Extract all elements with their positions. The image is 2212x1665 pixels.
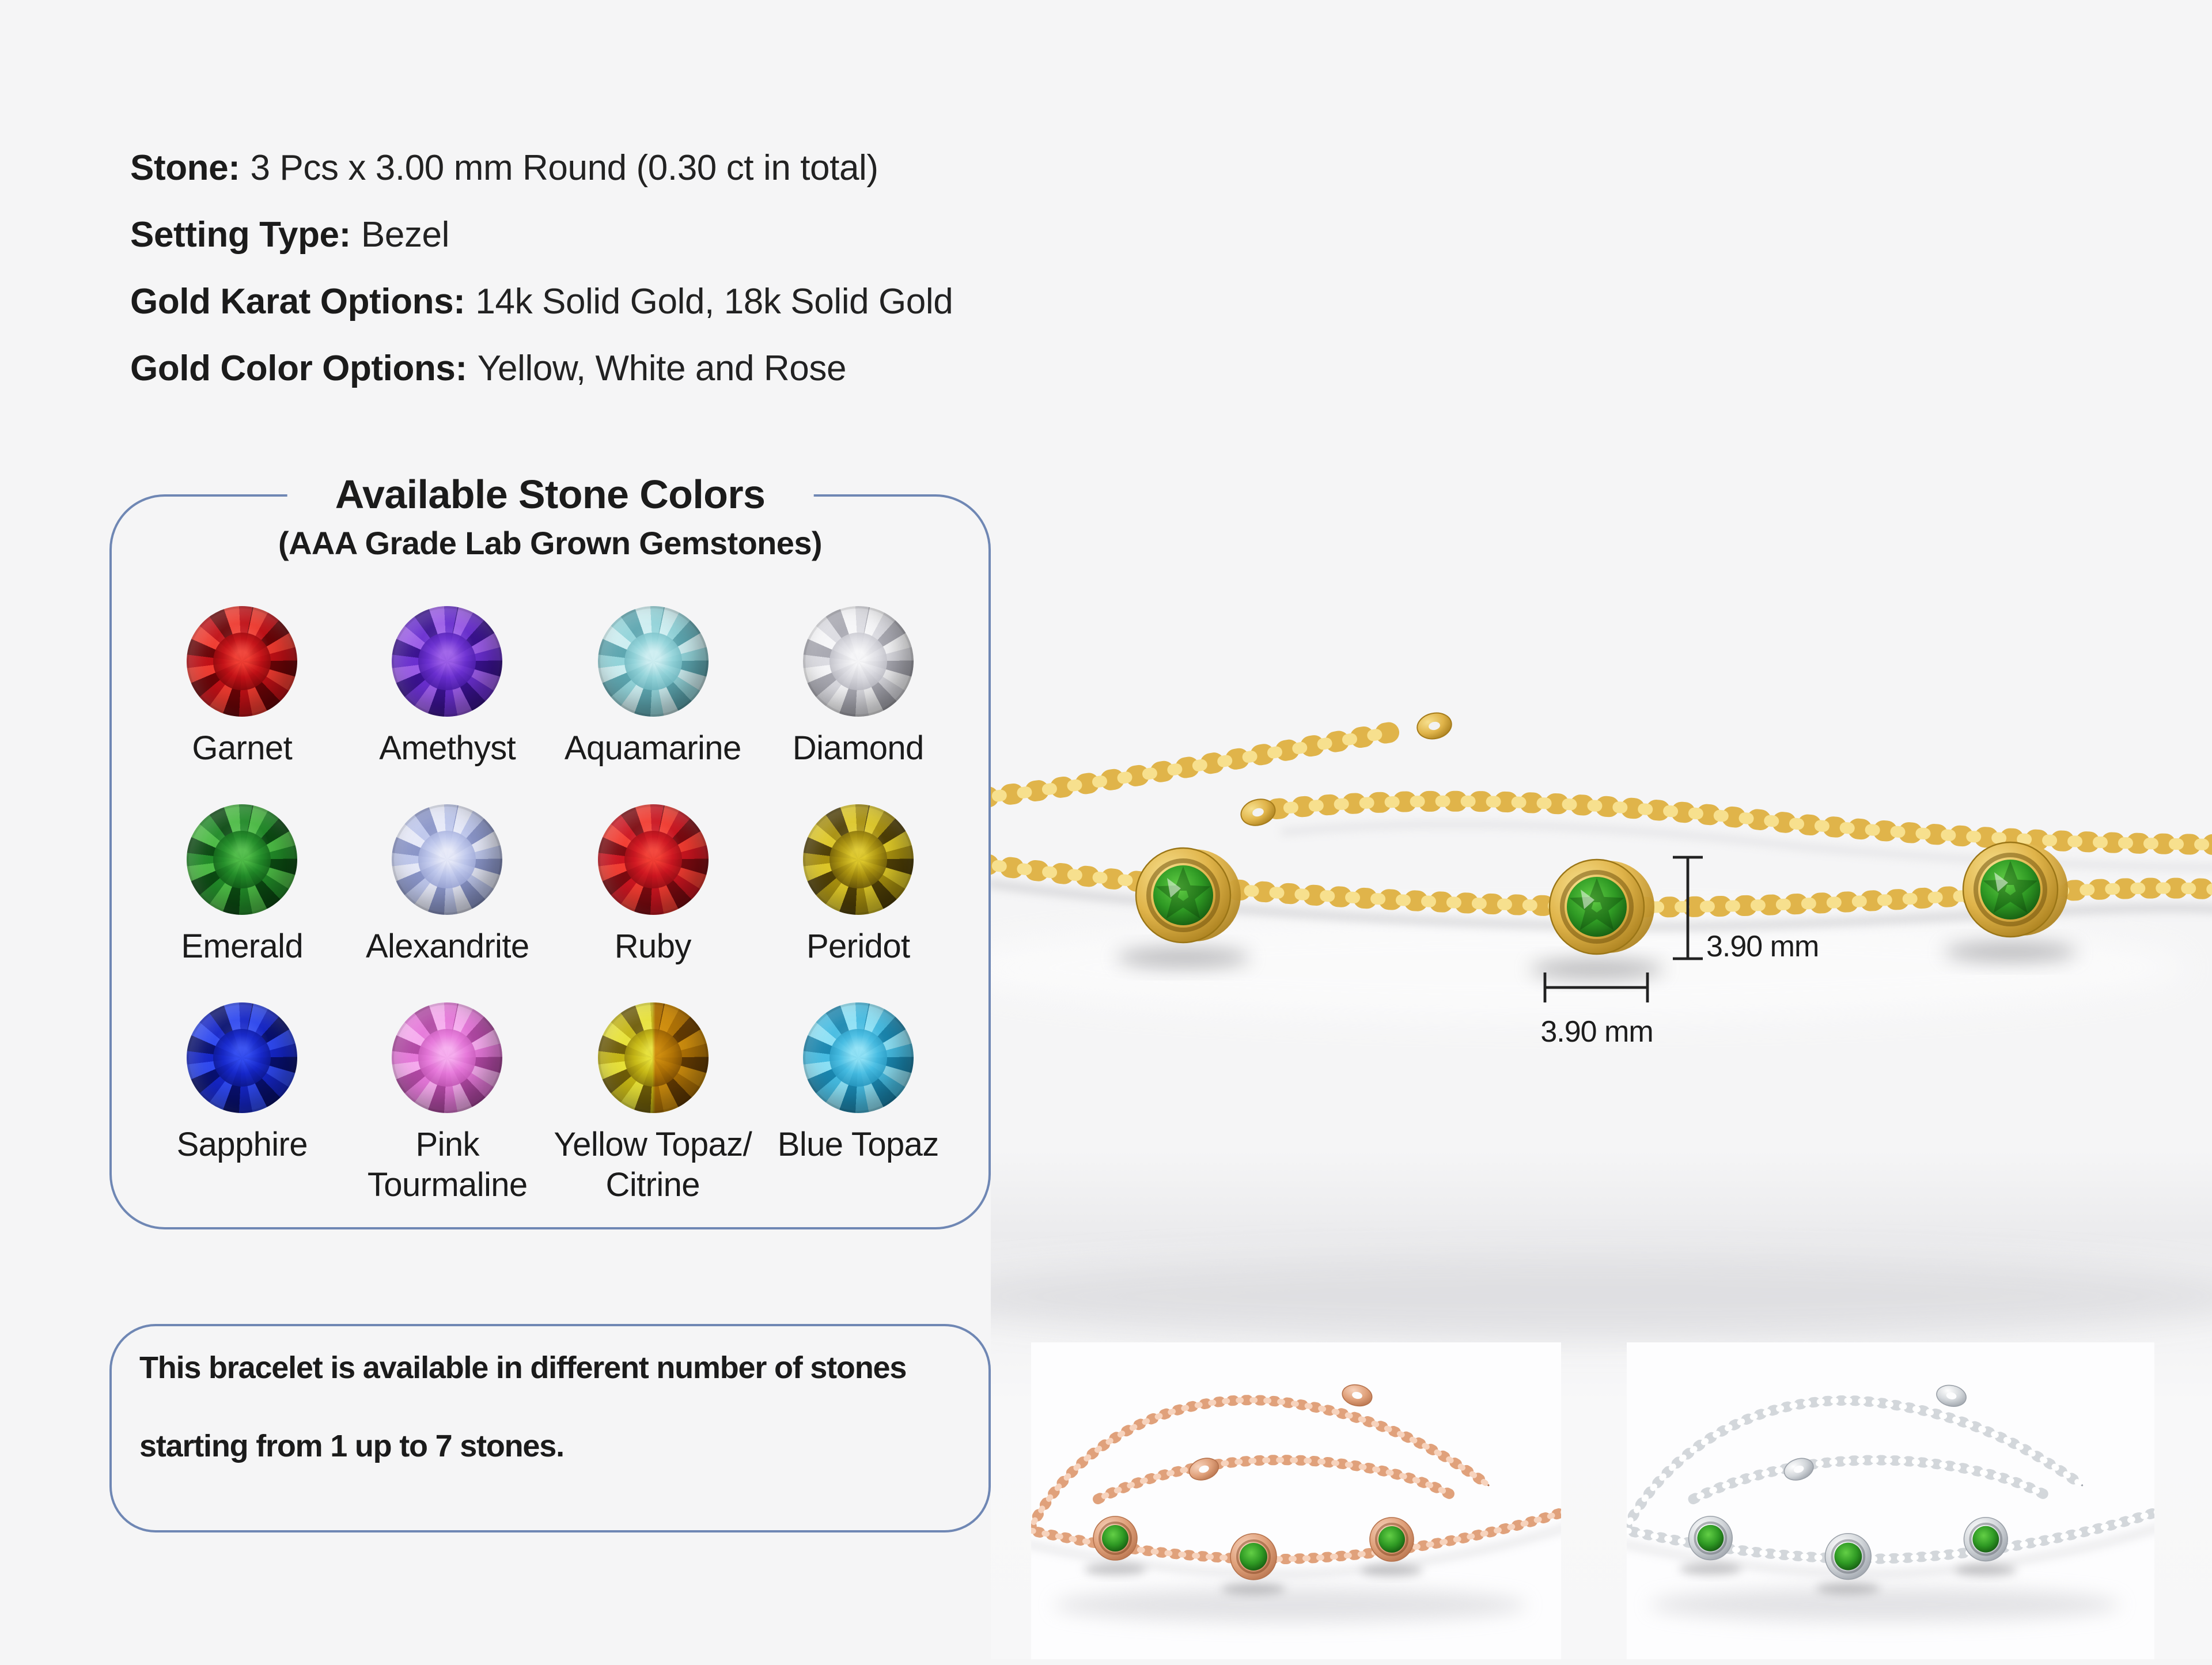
emerald-gem-icon xyxy=(187,804,298,915)
upper-chain-strand xyxy=(1266,790,2212,855)
gem-grid: Garnet Amethyst Aquamarine Diamond Emera… xyxy=(112,562,988,1206)
spec-setting-type-label: Setting Type: xyxy=(130,214,351,255)
gem-swatch-garnet: Garnet xyxy=(139,606,345,770)
white-gold-bracelet-illustration xyxy=(1615,1384,2167,1622)
bracelet-photo-rose-gold xyxy=(1019,1342,1574,1659)
stone-colors-subtitle: (AAA Grade Lab Grown Gemstones) xyxy=(278,525,823,561)
bezel-stone-right xyxy=(1955,1517,2017,1576)
upper-chain-strand xyxy=(1615,1395,2088,1546)
gem-label: Alexandrite xyxy=(365,929,529,966)
ruby-gem-icon xyxy=(597,804,709,915)
clasp-tab-icon xyxy=(1416,712,1452,740)
note-line-1: This bracelet is available in different … xyxy=(139,1350,907,1385)
bezel-stone-middle xyxy=(1530,858,1664,979)
spec-gold-color: Gold Color Options:Yellow, White and Ros… xyxy=(130,335,953,402)
bracelet-photo-yellow-gold: 3.90 mm 3.90 mm xyxy=(922,622,2212,1383)
bracelet-photo-white-gold xyxy=(1615,1342,2167,1659)
gem-label: Yellow Topaz/Citrine xyxy=(554,1127,752,1204)
garnet-gem-icon xyxy=(187,606,298,717)
sapphire-gem-icon xyxy=(187,1002,298,1113)
spec-gold-karat-value: 14k Solid Gold, 18k Solid Gold xyxy=(475,281,953,321)
gem-label: Aquamarine xyxy=(564,731,741,767)
gem-label: Amethyst xyxy=(379,731,516,767)
inner-chain-strand xyxy=(1093,1455,1458,1504)
gem-swatch-diamond: Diamond xyxy=(756,606,961,770)
stone-colors-box: Available Stone Colors (AAA Grade Lab Gr… xyxy=(109,472,991,1229)
clasp-tab-icon xyxy=(1342,1384,1373,1407)
stone-height-dimension-label: 3.90 mm xyxy=(1706,930,1819,963)
gem-swatch-blue-topaz: Blue Topaz xyxy=(756,1002,961,1206)
gem-swatch-peridot: Peridot xyxy=(756,804,961,968)
product-specs: Stone:3 Pcs x 3.00 mm Round (0.30 ct in … xyxy=(130,135,953,402)
gem-swatch-yellow-topaz-citrine: Yellow Topaz/Citrine xyxy=(550,1002,756,1206)
blue-topaz-gem-icon xyxy=(802,1002,914,1113)
bezel-stone-middle xyxy=(1221,1533,1286,1595)
bezel-stone-left xyxy=(1679,1516,1742,1575)
spec-gold-karat-label: Gold Karat Options: xyxy=(130,281,465,321)
chain-shadow xyxy=(1281,821,2212,871)
stone-colors-title: Available Stone Colors xyxy=(286,472,814,519)
inner-chain-strand xyxy=(1688,1455,2052,1504)
spec-gold-color-value: Yellow, White and Rose xyxy=(477,348,847,388)
pink-tourmaline-gem-icon xyxy=(392,1002,503,1113)
bezel-stone-left xyxy=(1116,847,1250,968)
yellow-gold-bracelet-illustration: 3.90 mm 3.90 mm xyxy=(922,712,2212,1338)
note-line-2: starting from 1 up to 7 stones. xyxy=(139,1429,565,1463)
gem-swatch-alexandrite: Alexandrite xyxy=(345,804,551,968)
gem-label: Emerald xyxy=(181,929,304,966)
aquamarine-gem-icon xyxy=(597,606,709,717)
alexandrite-gem-icon xyxy=(392,804,503,915)
spec-gold-color-label: Gold Color Options: xyxy=(130,348,467,388)
clasp-tab-icon xyxy=(1188,1458,1219,1481)
gem-swatch-sapphire: Sapphire xyxy=(139,1002,345,1206)
yellow-topaz-citrine-gem-icon xyxy=(597,1002,709,1113)
spec-gold-karat: Gold Karat Options:14k Solid Gold, 18k S… xyxy=(130,268,953,335)
surface-shadow-band xyxy=(922,1255,2212,1338)
stone-count-note-box: This bracelet is available in different … xyxy=(109,1324,991,1532)
gem-label: Ruby xyxy=(614,929,692,966)
clasp-tab-icon xyxy=(1240,799,1276,826)
gem-label: Peridot xyxy=(806,929,910,966)
gem-label: Diamond xyxy=(792,731,925,767)
bezel-stone-right xyxy=(1944,841,2077,962)
upper-chain-strand xyxy=(1019,1395,1494,1546)
gem-label: Garnet xyxy=(192,731,293,767)
bezel-stone-middle xyxy=(1816,1532,1881,1595)
diamond-gem-icon xyxy=(802,606,914,717)
gem-label: Sapphire xyxy=(176,1127,308,1164)
spec-stone-value: 3 Pcs x 3.00 mm Round (0.30 ct in total) xyxy=(250,147,879,188)
clasp-tab-icon xyxy=(1783,1458,1814,1481)
spec-setting-type-value: Bezel xyxy=(361,214,449,255)
spec-stone: Stone:3 Pcs x 3.00 mm Round (0.30 ct in … xyxy=(130,135,953,202)
spec-stone-label: Stone: xyxy=(130,147,240,188)
bezel-stone-left xyxy=(1084,1516,1146,1575)
dimension-lines xyxy=(1543,856,1703,1002)
upper-chain-strand xyxy=(975,721,1404,808)
bezel-stone-right xyxy=(1361,1517,1423,1576)
gem-swatch-ruby: Ruby xyxy=(550,804,756,968)
spec-setting-type: Setting Type:Bezel xyxy=(130,202,953,268)
gem-swatch-emerald: Emerald xyxy=(139,804,345,968)
gem-label: Blue Topaz xyxy=(777,1127,940,1164)
amethyst-gem-icon xyxy=(392,606,503,717)
peridot-gem-icon xyxy=(802,804,914,915)
stone-width-dimension-label: 3.90 mm xyxy=(1540,1015,1653,1049)
gem-swatch-aquamarine: Aquamarine xyxy=(550,606,756,770)
gem-swatch-amethyst: Amethyst xyxy=(345,606,551,770)
clasp-tab-icon xyxy=(1936,1384,1967,1407)
rose-gold-bracelet-illustration xyxy=(1019,1384,1574,1622)
